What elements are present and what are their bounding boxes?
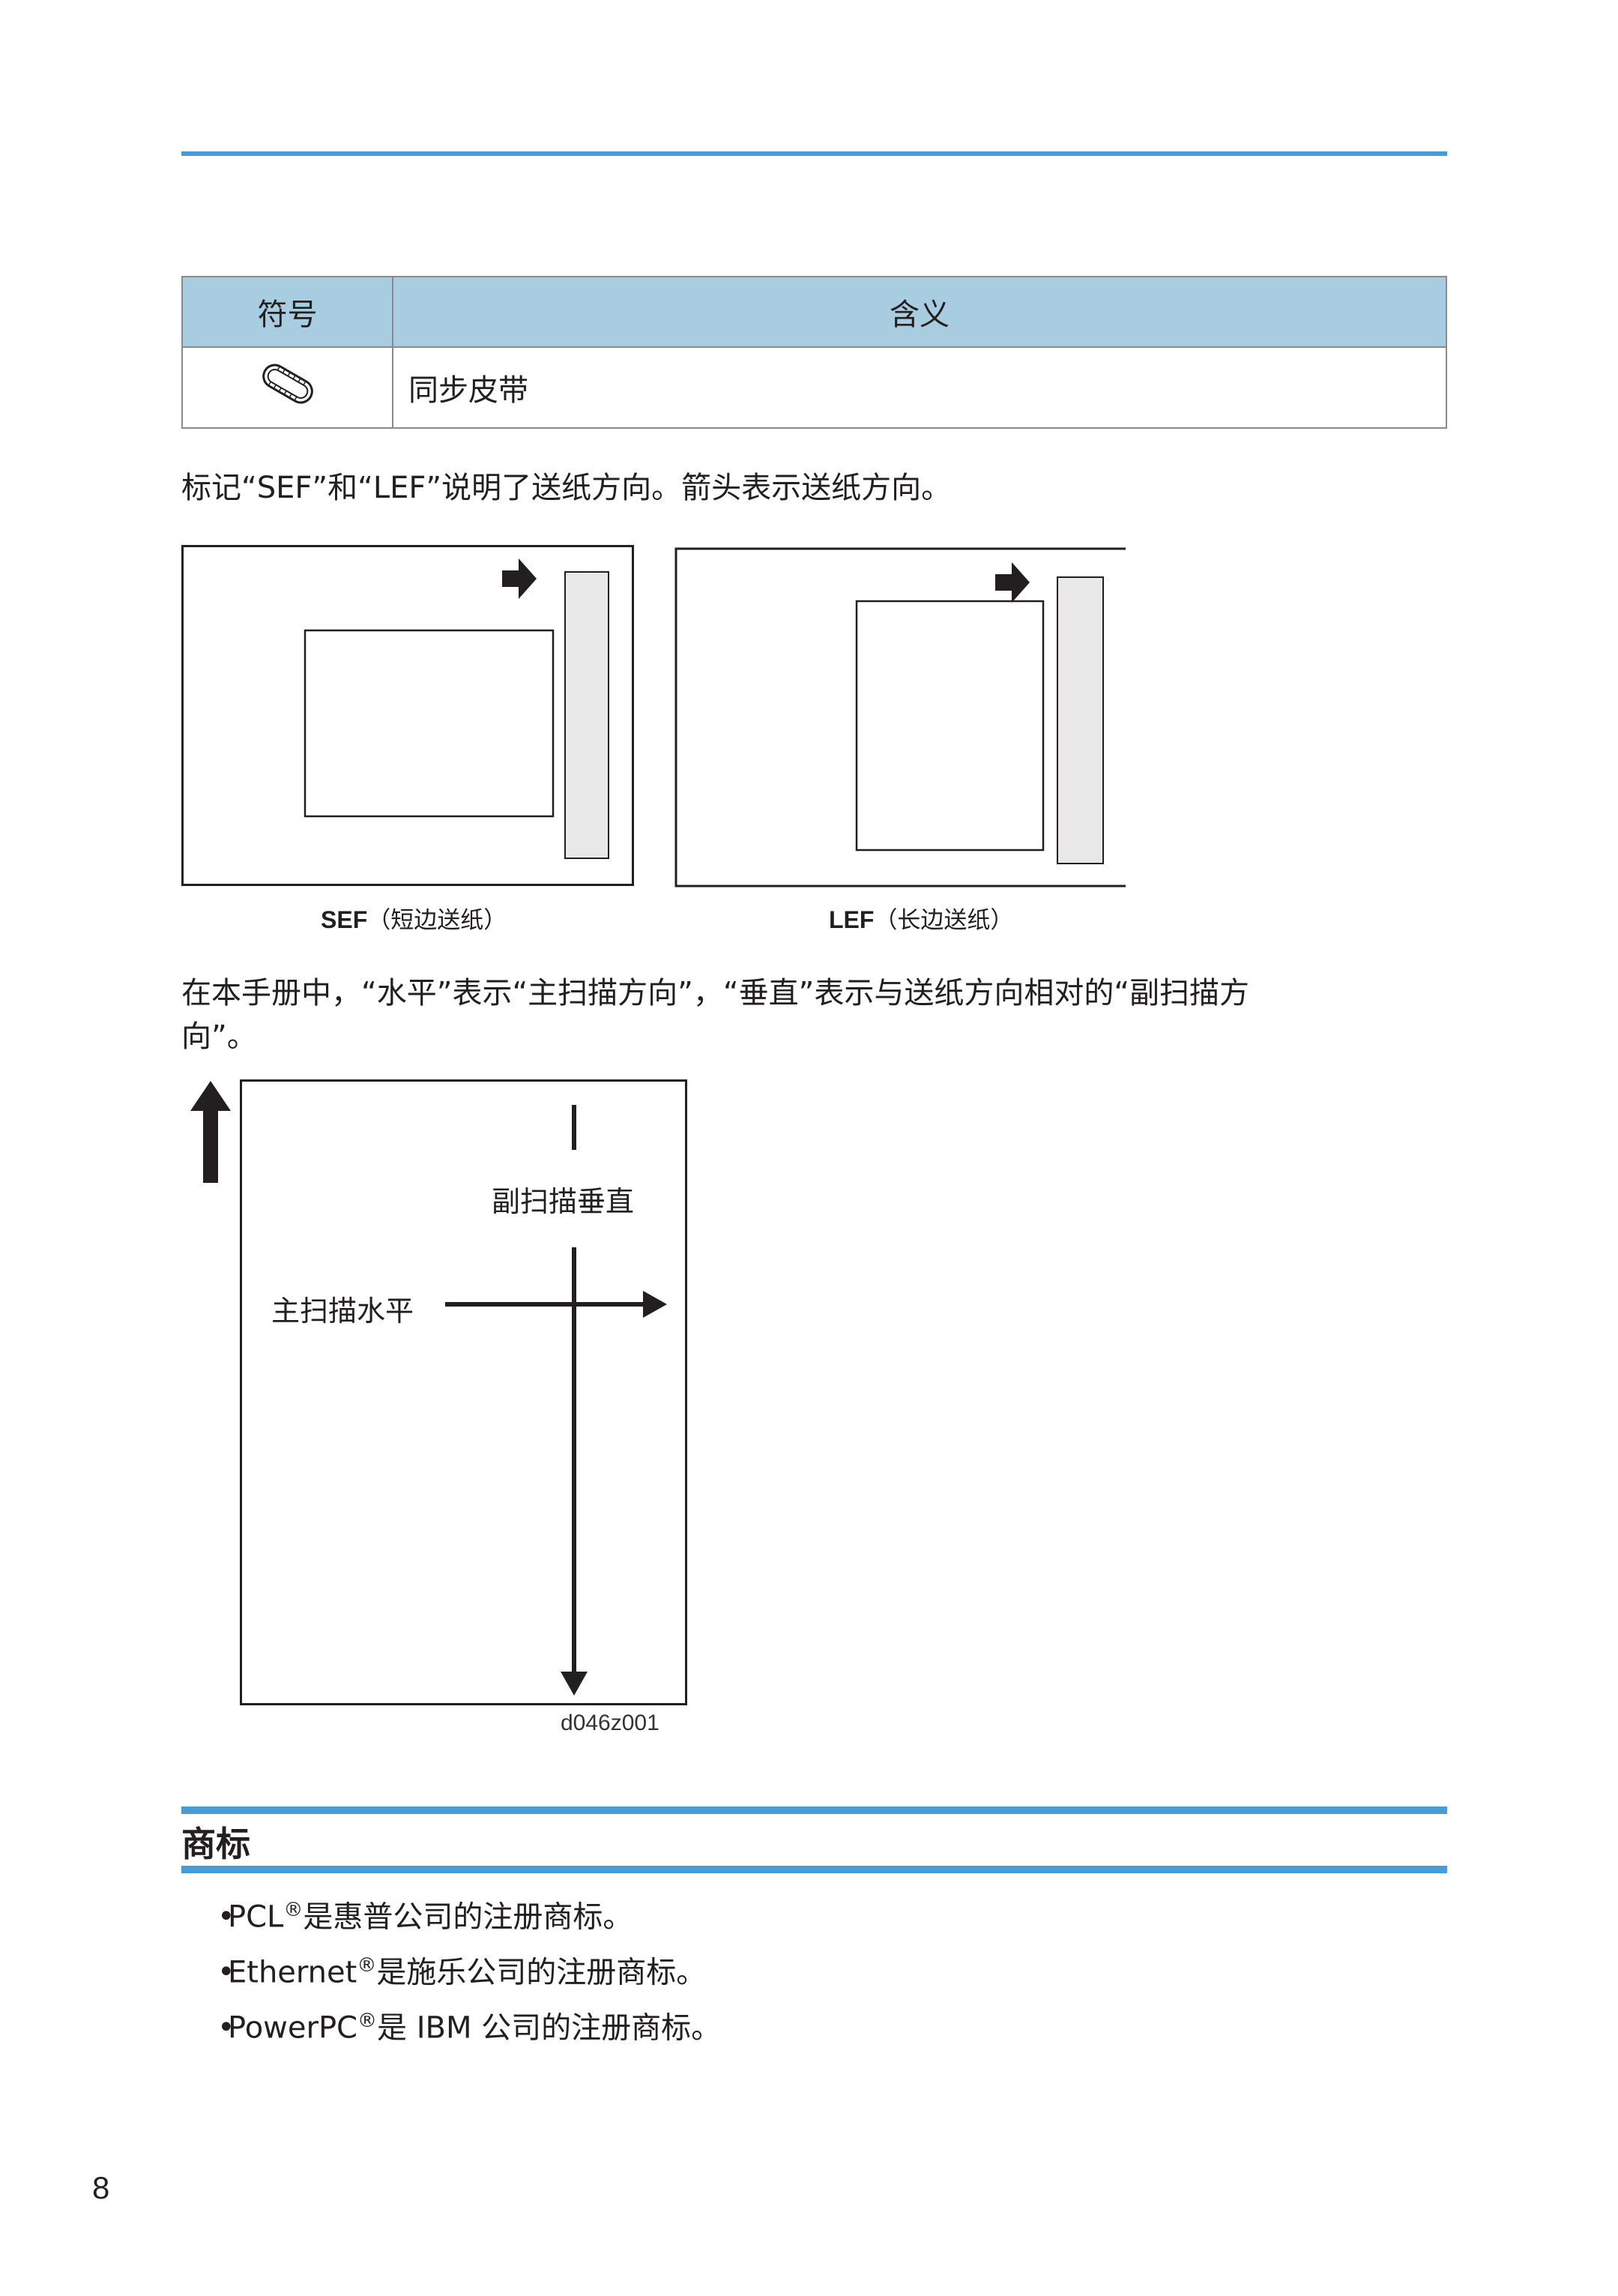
right-arrow-icon [643, 1291, 667, 1318]
top-rule [181, 151, 1447, 156]
lef-diagram [674, 547, 1126, 888]
figure-code: d046z001 [561, 1711, 659, 1735]
sef-code: SEF [321, 906, 368, 933]
section-rule-top [181, 1807, 1447, 1814]
table-row: 同步皮带 [181, 346, 1447, 429]
registered-mark: ® [283, 1899, 304, 1921]
timing-belt-icon [262, 364, 313, 404]
sef-label: （短边送纸） [367, 907, 507, 934]
trademark-text: 是惠普公司的注册商标。 [303, 1899, 633, 1935]
symbol-table: 符号 含义 同步皮带 [181, 276, 1447, 429]
trademark-name: PCL [228, 1899, 284, 1935]
registered-mark: ® [357, 1954, 377, 1977]
column-header-symbol: 符号 [181, 276, 393, 348]
scan-direction-note-line2: 向”。 [181, 1019, 257, 1054]
feed-arrow-icon [502, 558, 537, 599]
feed-arrow-icon [995, 562, 1030, 603]
horizontal-scan-label: 主扫描水平 [271, 1295, 414, 1328]
vertical-scan-label: 副扫描垂直 [492, 1185, 635, 1218]
trademark-text: 是施乐公司的注册商标。 [376, 1955, 707, 1990]
scan-direction-note-line1: 在本手册中，“水平”表示“主扫描方向”，“垂直”表示与送纸方向相对的“副扫描方 [181, 976, 1250, 1010]
list-item: •Ethernet®是施乐公司的注册商标。 [189, 1943, 721, 1998]
lef-label: （长边送纸） [874, 907, 1014, 934]
trademark-name: Ethernet [228, 1955, 357, 1990]
bullet: • [217, 2010, 235, 2046]
sef-diagram [181, 545, 634, 886]
lef-code: LEF [829, 906, 875, 933]
meaning-cell: 同步皮带 [392, 346, 1447, 429]
symbol-cell [181, 346, 393, 429]
column-header-meaning: 含义 [392, 276, 1447, 348]
trademark-name: PowerPC [228, 2010, 357, 2046]
list-item: •PowerPC®是 IBM 公司的注册商标。 [189, 1998, 721, 2054]
feed-direction-note: 标记“SEF”和“LEF”说明了送纸方向。箭头表示送纸方向。 [181, 471, 952, 505]
section-rule-bottom [181, 1866, 1447, 1873]
page-number: 8 [92, 2170, 110, 2205]
section-title-trademarks: 商标 [181, 1824, 250, 1864]
sef-caption: SEF（短边送纸） [321, 901, 507, 935]
bullet: • [217, 1899, 235, 1935]
up-arrow-icon [190, 1081, 231, 1183]
list-item: •PCL®是惠普公司的注册商标。 [189, 1887, 721, 1943]
lef-caption: LEF（长边送纸） [829, 901, 1013, 935]
registered-mark: ® [357, 2010, 377, 2032]
down-arrow-icon [561, 1672, 588, 1696]
bullet: • [217, 1955, 235, 1990]
scan-direction-diagram [240, 1079, 687, 1705]
trademark-list: •PCL®是惠普公司的注册商标。 •Ethernet®是施乐公司的注册商标。 •… [189, 1887, 721, 2054]
trademark-text: 是 IBM 公司的注册商标。 [377, 2010, 722, 2046]
